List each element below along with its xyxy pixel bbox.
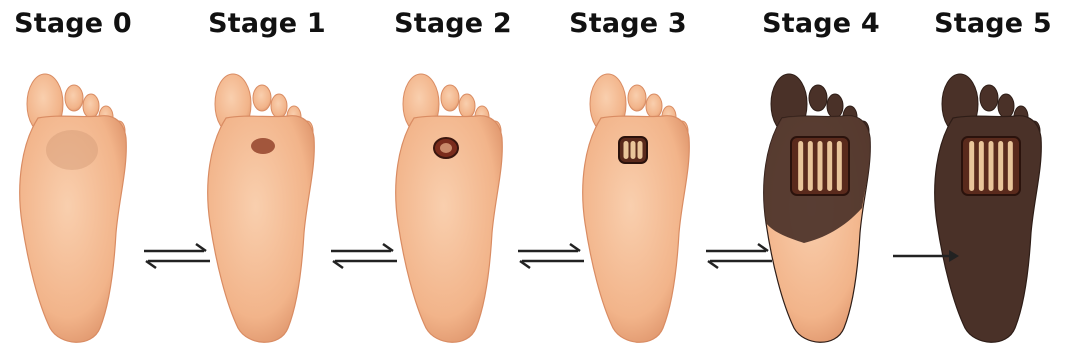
foot-stage-4 xyxy=(744,58,894,350)
reversible-arrow-2-3 xyxy=(514,238,588,274)
superficial-ulcer xyxy=(251,138,275,154)
foot-stage-0 xyxy=(0,58,150,350)
reversible-arrow-1-2 xyxy=(327,238,401,274)
stage-2-label: Stage 2 xyxy=(378,8,528,39)
bone-exposure-wound xyxy=(962,137,1020,195)
foot-stage-2 xyxy=(376,58,526,350)
stage-1-label: Stage 1 xyxy=(192,8,342,39)
callus-area xyxy=(46,130,98,170)
bone-exposure-wound xyxy=(791,137,849,195)
stage-0-label: Stage 0 xyxy=(0,8,148,39)
stage-3-label: Stage 3 xyxy=(553,8,703,39)
reversible-arrow-0-1 xyxy=(140,238,214,274)
stage-4-label: Stage 4 xyxy=(746,8,896,39)
one-way-arrow-4-5 xyxy=(889,238,963,274)
foot-stage-3 xyxy=(563,58,713,350)
bone-exposure-wound xyxy=(619,137,647,163)
foot-stage-5 xyxy=(915,58,1065,350)
stage-5-label: Stage 5 xyxy=(918,8,1065,39)
foot-stage-1 xyxy=(188,58,338,350)
reversible-arrow-3-4 xyxy=(702,238,776,274)
